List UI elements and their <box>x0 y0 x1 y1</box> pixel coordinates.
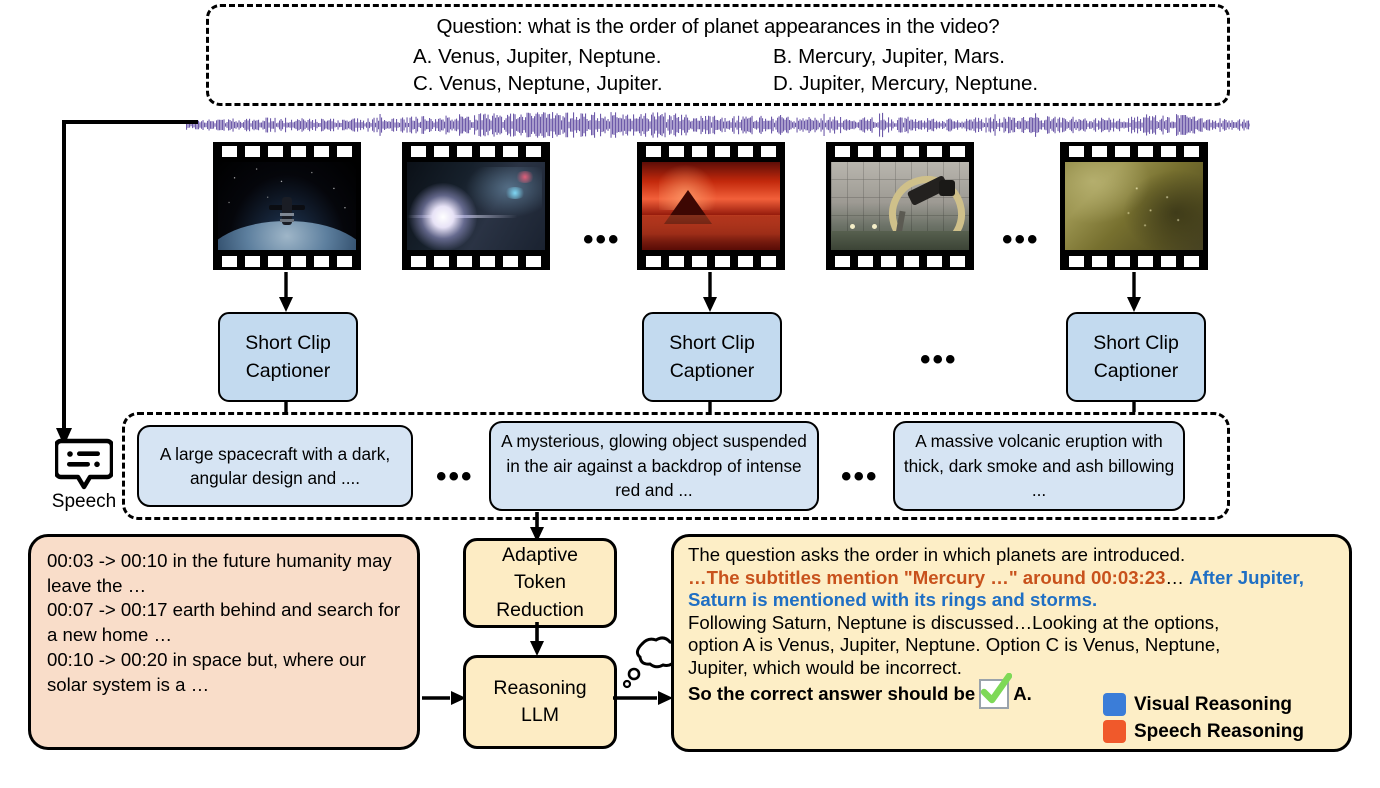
audio-waveform <box>186 108 1250 142</box>
frame-telescope-dome <box>826 142 974 270</box>
arrow-atr-to-llm <box>529 622 545 656</box>
arrow-frame3-to-captioner2 <box>702 272 718 312</box>
speech-label: Speech <box>51 491 117 512</box>
frame-light-flare <box>402 142 550 270</box>
option-row-2: C. Venus, Neptune, Jupiter. D. Jupiter, … <box>209 72 1227 96</box>
final-answer-value: A. <box>1013 683 1032 705</box>
transcript-line-1: 00:03 -> 00:10 in the future humanity ma… <box>47 550 392 596</box>
option-d: D. Jupiter, Mercury, Neptune. <box>773 71 1039 95</box>
caption-box-1: A large spacecraft with a dark, angular … <box>137 425 413 507</box>
film-perforation-top <box>637 142 785 160</box>
frame-image <box>218 162 356 250</box>
film-perforation-bottom <box>637 252 785 270</box>
llm-line1: Reasoning <box>493 676 587 699</box>
final-answer-prefix: So the correct answer should be <box>688 683 976 705</box>
atr-line1: Adaptive <box>502 544 578 567</box>
caption-container: A large spacecraft with a dark, angular … <box>122 412 1230 520</box>
answer-line-5: Jupiter, which would be incorrect. <box>688 656 962 678</box>
short-clip-captioner-2[interactable]: Short Clip Captioner <box>642 312 782 402</box>
film-perforation-top <box>1060 142 1208 160</box>
film-perforation-bottom <box>826 252 974 270</box>
reasoning-llm-box[interactable]: Reasoning LLM <box>463 655 617 749</box>
caption-box-2: A mysterious, glowing object suspended i… <box>489 421 819 511</box>
option-row-1: A. Venus, Jupiter, Neptune. B. Mercury, … <box>209 45 1227 69</box>
legend-item-visual: Visual Reasoning <box>1103 692 1339 716</box>
question-title: Question: what is the order of planet ap… <box>436 14 1000 38</box>
arrow-frame5-to-captioner3 <box>1126 272 1142 312</box>
checkbox-icon[interactable] <box>979 673 1013 710</box>
speech-bubble-icon <box>55 438 113 490</box>
atr-line2: Token <box>513 571 567 594</box>
short-clip-captioner-1[interactable]: Short Clip Captioner <box>218 312 358 402</box>
waveform-to-speech-arrow <box>50 118 200 448</box>
film-perforation-top <box>402 142 550 160</box>
frame-volcano-red <box>637 142 785 270</box>
captioner-line2: Captioner <box>1093 360 1179 382</box>
captioner-line1: Short Clip <box>669 331 755 354</box>
arrow-transcript-to-llm <box>422 690 466 706</box>
arrow-frame1-to-captioner1 <box>278 272 294 312</box>
answer-line-3: Following Saturn, Neptune is discussed…L… <box>688 611 1220 633</box>
llm-line2: LLM <box>521 704 559 726</box>
captioner-line1: Short Clip <box>245 331 331 354</box>
arrow-captions-to-atr <box>529 512 545 542</box>
film-perforation-bottom <box>1060 252 1208 270</box>
frame-image <box>642 162 780 250</box>
captions-ellipsis-1: ••• <box>436 460 474 493</box>
final-answer-line: So the correct answer should be A. <box>688 673 1337 710</box>
short-clip-captioner-3[interactable]: Short Clip Captioner <box>1066 312 1206 402</box>
answer-reasoning-panel: The question asks the order in which pla… <box>671 534 1352 752</box>
frames-ellipsis-2: ••• <box>1002 223 1040 256</box>
visual-reasoning-label: Visual Reasoning <box>1134 693 1293 715</box>
answer-line-1: The question asks the order in which pla… <box>688 544 1186 565</box>
frame-image <box>1065 162 1203 250</box>
frame-image <box>407 162 545 250</box>
film-perforation-top <box>826 142 974 160</box>
speech-highlight: …The subtitles mention "Mercury …" aroun… <box>688 566 1166 588</box>
captioner-line2: Captioner <box>245 360 331 382</box>
answer-line-4: option A is Venus, Jupiter, Neptune. Opt… <box>688 634 1221 656</box>
caption-box-3: A massive volcanic eruption with thick, … <box>893 421 1185 511</box>
visual-highlight: After Jupiter, Saturn is mentioned with … <box>688 566 1304 611</box>
option-c: C. Venus, Neptune, Jupiter. <box>413 71 663 95</box>
adaptive-token-reduction-box[interactable]: Adaptive Token Reduction <box>463 538 617 628</box>
captions-ellipsis-2: ••• <box>841 460 879 493</box>
answer-line-2: …The subtitles mention "Mercury …" aroun… <box>688 567 1337 612</box>
option-a: A. Venus, Jupiter, Neptune. <box>413 44 662 68</box>
frame-spacecraft-earth <box>213 142 361 270</box>
option-b: B. Mercury, Jupiter, Mars. <box>773 44 1006 68</box>
speech-reasoning-swatch <box>1103 719 1126 743</box>
speech-tail: … <box>1165 566 1185 588</box>
film-perforation-bottom <box>213 252 361 270</box>
thought-bubble-icon <box>620 636 680 694</box>
legend-item-speech: Speech Reasoning <box>1103 719 1339 743</box>
frame-dust-haze <box>1060 142 1208 270</box>
transcript-line-2: 00:07 -> 00:17 earth behind and search f… <box>47 599 401 646</box>
transcript-line-3: 00:10 -> 00:20 in space but, where our s… <box>47 648 366 695</box>
visual-reasoning-swatch <box>1103 692 1126 716</box>
atr-line3: Reduction <box>496 598 584 621</box>
legend: Visual Reasoning Speech Reasoning <box>1103 689 1339 743</box>
film-perforation-bottom <box>402 252 550 270</box>
arrow-llm-to-answer <box>613 690 673 706</box>
captioner-line2: Captioner <box>669 360 755 382</box>
frame-image <box>831 162 969 250</box>
speech-reasoning-label: Speech Reasoning <box>1134 720 1304 742</box>
captioner-line1: Short Clip <box>1093 331 1179 354</box>
captioners-ellipsis: ••• <box>920 343 958 376</box>
question-box: Question: what is the order of planet ap… <box>206 4 1230 106</box>
frames-ellipsis-1: ••• <box>583 223 621 256</box>
film-perforation-top <box>213 142 361 160</box>
speech-group: Speech <box>38 438 130 526</box>
speech-transcript-box: 00:03 -> 00:10 in the future humanity ma… <box>28 534 420 750</box>
